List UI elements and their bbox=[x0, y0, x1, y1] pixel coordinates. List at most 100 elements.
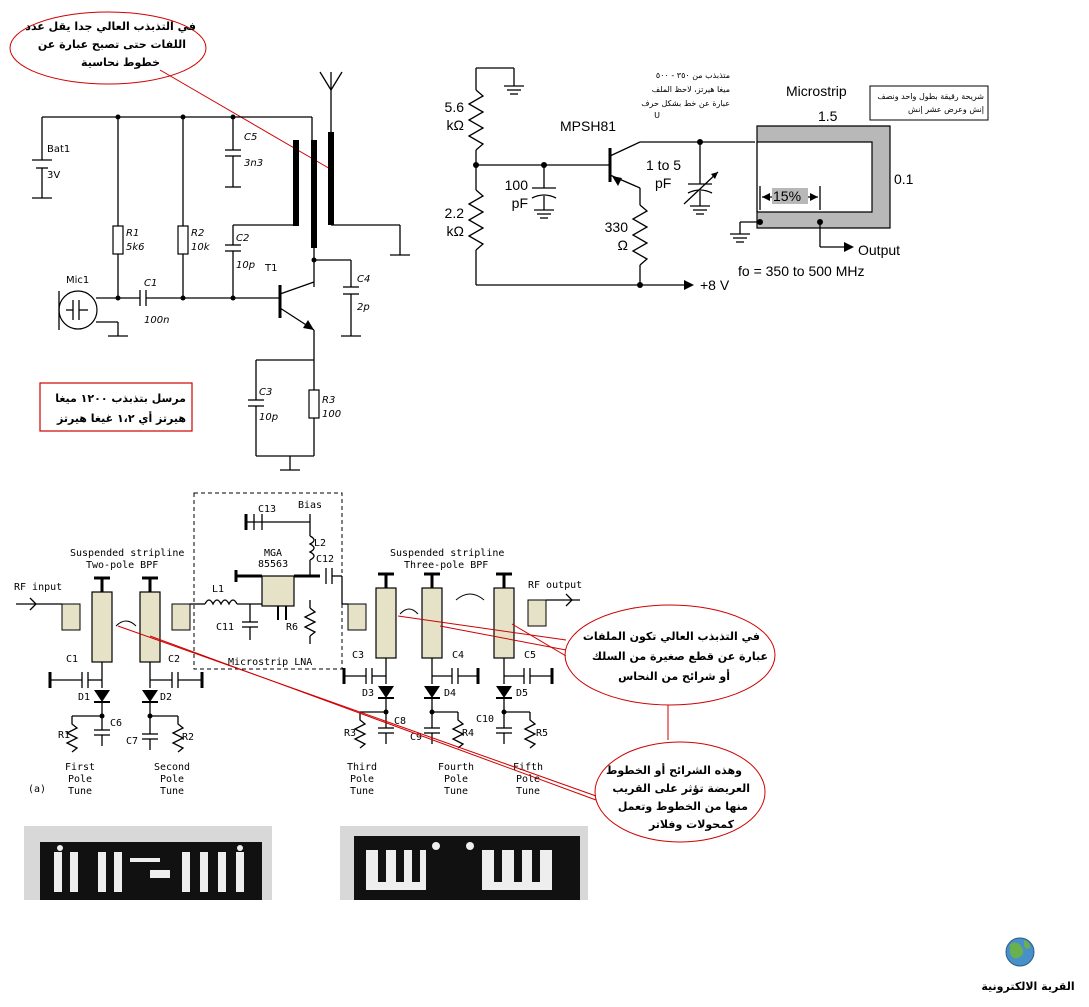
tune5-line2: Pole bbox=[516, 774, 540, 785]
r1-label: R1 bbox=[126, 228, 139, 239]
circuit2-oscillator: 5.6 kΩ 2.2 kΩ 100 pF MPSH81 bbox=[445, 67, 989, 293]
c1-value: 100n bbox=[144, 315, 169, 326]
c7-label-b: C7 bbox=[126, 736, 138, 747]
r3-label-b: R3 bbox=[344, 728, 356, 739]
l1-label: L1 bbox=[212, 584, 224, 595]
trim-unit: pF bbox=[655, 175, 671, 191]
bias-label: Bias bbox=[298, 500, 322, 511]
r-top-unit: kΩ bbox=[447, 117, 464, 133]
c4-label: C4 bbox=[357, 274, 370, 285]
pcb-photo-left bbox=[24, 826, 272, 900]
c5-label: C5 bbox=[244, 132, 257, 143]
osc-note-line1: متذبذب من ٣٥٠ - ٥٠٠ bbox=[656, 71, 730, 80]
c5-value: 3n3 bbox=[244, 158, 263, 169]
tune5-line3: Tune bbox=[516, 786, 540, 797]
tune4-line1: Fourth bbox=[438, 762, 474, 773]
circuit1-note-line1: مرسل بتذبذب ١٢٠٠ ميغا bbox=[55, 392, 186, 405]
c9-label-b: C9 bbox=[410, 732, 422, 743]
circuit1-note-line2: هيرتز أي ١،٢ غيغا هيرتز bbox=[56, 411, 186, 425]
tune4-line2: Pole bbox=[444, 774, 468, 785]
lna-dashed-box bbox=[193, 492, 343, 670]
bpf3-label-line2: Three-pole BPF bbox=[404, 560, 488, 571]
strip-note-line2: إنش وعرض عشر إنش bbox=[908, 105, 984, 115]
logo-text: القرية الالكترونية bbox=[981, 980, 1074, 993]
r-e-value: 330 bbox=[605, 219, 629, 235]
strip-note-line1: شريحة رقيقة بطول واحد ونصف bbox=[877, 92, 984, 101]
trim-value: 1 to 5 bbox=[646, 157, 681, 173]
c6-label-b: C6 bbox=[110, 718, 122, 729]
cap-unit: pF bbox=[512, 195, 528, 211]
bpf2-label-line2: Two-pole BPF bbox=[86, 560, 158, 571]
d3-label: D3 bbox=[362, 688, 374, 699]
width-label: 0.1 bbox=[894, 171, 914, 187]
circuit1-uhf-transmitter: في التذبذب العالي جدا يقل عدد اللفات حتى… bbox=[9, 11, 410, 471]
tune1-line3: Tune bbox=[68, 786, 92, 797]
r3-label: R3 bbox=[322, 395, 335, 406]
d1-label: D1 bbox=[78, 692, 90, 703]
rf-output-label: RF output bbox=[528, 580, 582, 591]
tune4-line3: Tune bbox=[444, 786, 468, 797]
d4-label: D4 bbox=[444, 688, 456, 699]
battery-value: 3V bbox=[47, 170, 60, 181]
callout2-line4: كمحولات وفلاتر bbox=[648, 818, 735, 831]
supply-label: +8 V bbox=[700, 277, 730, 293]
c2-label-b: C2 bbox=[168, 654, 180, 665]
mga-label-line1: MGA bbox=[264, 548, 282, 559]
circuit1-callout-line2: اللفات حتى تصبح عبارة عن bbox=[38, 38, 186, 51]
c11-label: C11 bbox=[216, 622, 234, 633]
length-label: 1.5 bbox=[818, 108, 838, 124]
r6-label: R6 bbox=[286, 622, 298, 633]
callout1-line3: أو شرائح من النحاس bbox=[618, 669, 730, 683]
c10-label-b: C10 bbox=[476, 714, 494, 725]
c1-label: C1 bbox=[144, 278, 157, 289]
r1-value: 5k6 bbox=[126, 242, 145, 253]
pcb-photo-right bbox=[340, 826, 588, 900]
tune5-line1: Fifth bbox=[513, 762, 543, 773]
r4-label-b: R4 bbox=[462, 728, 474, 739]
bpf3-label-line1: Suspended stripline bbox=[390, 548, 504, 559]
tune3-line2: Pole bbox=[350, 774, 374, 785]
osc-note-line4: U bbox=[654, 111, 660, 120]
figure-label: (a) bbox=[28, 784, 46, 795]
bpf2-label-line1: Suspended stripline bbox=[70, 548, 184, 559]
c8-label-b: C8 bbox=[394, 716, 406, 727]
c13-label: C13 bbox=[258, 504, 276, 515]
transistor-label: MPSH81 bbox=[560, 118, 616, 134]
battery-label: Bat1 bbox=[47, 144, 70, 155]
r3-value: 100 bbox=[322, 409, 341, 420]
tune3-line1: Third bbox=[347, 762, 377, 773]
callout1-line1: في التذبذب العالي تكون الملفات bbox=[583, 630, 760, 643]
osc-note-line3: عبارة عن خط بشكل حرف bbox=[641, 99, 730, 108]
mic-label: Mic1 bbox=[66, 275, 89, 286]
circuit1-note-box bbox=[39, 382, 193, 432]
circuit1-callout-ellipse bbox=[9, 11, 207, 85]
osc-note-line2: ميغا هيرتز، لاحظ الملف bbox=[652, 85, 730, 94]
r-e-unit: Ω bbox=[618, 237, 628, 253]
r1-label-b: R1 bbox=[58, 730, 70, 741]
r2-label: R2 bbox=[191, 228, 204, 239]
r-bot-unit: kΩ bbox=[447, 223, 464, 239]
c4-label-b: C4 bbox=[452, 650, 464, 661]
tap-label: 15% bbox=[773, 188, 801, 204]
c5-label-b: C5 bbox=[524, 650, 536, 661]
tune1-line2: Pole bbox=[68, 774, 92, 785]
circuit3-filter-lna: Microstrip LNA RF input Suspended stripl… bbox=[14, 492, 776, 843]
tune3-line3: Tune bbox=[350, 786, 374, 797]
rf-input-label: RF input bbox=[14, 582, 62, 593]
frequency-label: fo = 350 to 500 MHz bbox=[738, 263, 864, 279]
c2-value: 10p bbox=[236, 260, 255, 271]
cap-value: 100 bbox=[505, 177, 529, 193]
c3-value: 10p bbox=[259, 412, 278, 423]
t1-label: T1 bbox=[264, 263, 277, 274]
c12-label: C12 bbox=[316, 554, 334, 565]
l2-label: L2 bbox=[314, 538, 326, 549]
d5-label: D5 bbox=[516, 688, 528, 699]
circuit1-callout-line1: في التذبذب العالي جدا يقل عدد bbox=[25, 20, 196, 33]
circuit1-callout-line3: خطوط نحاسية bbox=[81, 56, 160, 69]
mga-label-line2: 85563 bbox=[258, 559, 288, 570]
c4-value: 2p bbox=[357, 302, 370, 313]
lna-label: Microstrip LNA bbox=[228, 657, 312, 668]
strip-note-box bbox=[869, 85, 989, 121]
r-bot-value: 2.2 bbox=[445, 205, 465, 221]
